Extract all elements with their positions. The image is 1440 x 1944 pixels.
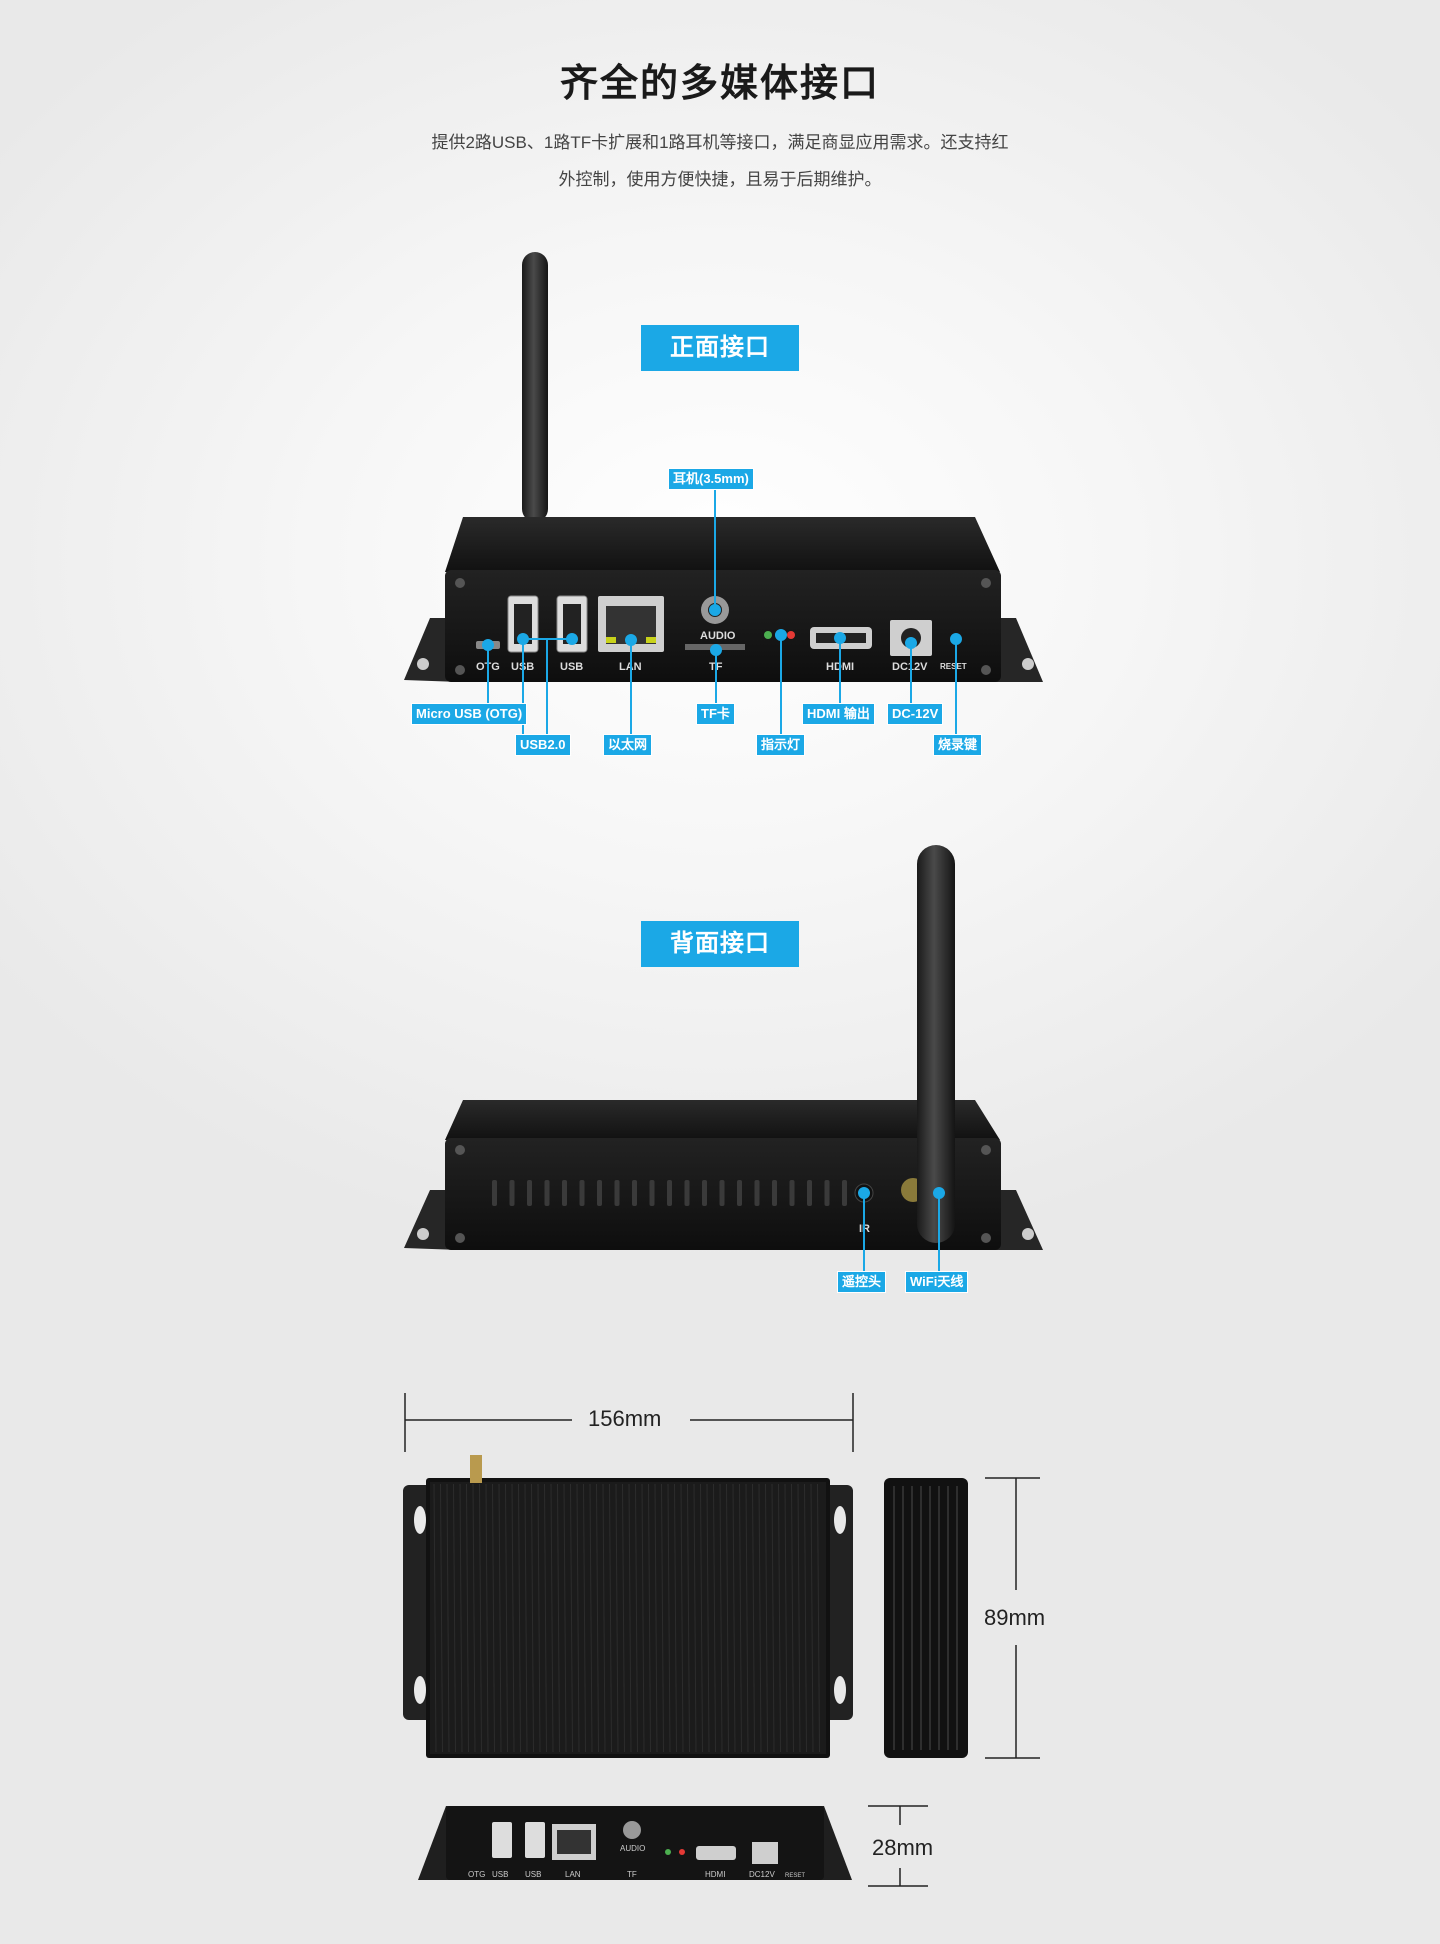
vent-slot	[562, 1180, 567, 1206]
svg-text:USB: USB	[525, 1870, 541, 1879]
callout-dc12v: DC-12V	[887, 703, 944, 725]
led-red	[787, 631, 795, 639]
page-title: 齐全的多媒体接口	[559, 63, 880, 105]
vent-slot	[719, 1180, 725, 1206]
description-line-2: 外控制，使用方便快捷，且易于后期维护。	[558, 170, 882, 189]
svg-text:RESET: RESET	[785, 1873, 805, 1879]
callout-burn-key: 烧录键	[933, 734, 983, 756]
callout-audio: 耳机(3.5mm)	[668, 468, 754, 490]
callout-hdmi-out: HDMI 输出	[802, 703, 875, 725]
svg-text:HDMI: HDMI	[705, 1870, 725, 1879]
callout-wifi-antenna: WiFi天线	[905, 1271, 969, 1293]
height-dimension-line	[868, 1805, 928, 1887]
port-text-usb2: USB	[560, 661, 583, 673]
vent-slot	[597, 1180, 602, 1206]
front-antenna	[522, 252, 548, 522]
small-front-device	[418, 1806, 852, 1880]
vent-slot	[632, 1180, 637, 1206]
vent-slots	[492, 1180, 847, 1206]
back-box-top	[445, 1100, 1000, 1140]
vent-slot	[614, 1180, 620, 1206]
vent-slot	[492, 1180, 497, 1206]
vent-slot	[737, 1180, 742, 1206]
callout-indicator: 指示灯	[756, 734, 806, 756]
front-box-top	[445, 517, 1000, 572]
callout-remote: 遥控头	[837, 1271, 887, 1293]
vent-slot	[702, 1180, 707, 1206]
depth-dimension-line	[985, 1477, 1040, 1759]
small-port-labels: OTG USB USB LAN AUDIO TF HDMI DC12V RESE…	[468, 1844, 805, 1879]
callout-micro-usb: Micro USB (OTG)	[411, 703, 528, 725]
front-interfaces-badge: 正面接口	[641, 325, 799, 371]
back-callout-lines	[858, 1187, 945, 1272]
sma-connector	[470, 1455, 482, 1483]
vent-slot	[842, 1180, 847, 1206]
svg-text:USB: USB	[492, 1870, 508, 1879]
led-green	[764, 631, 772, 639]
vent-slot	[649, 1180, 655, 1206]
svg-text:LAN: LAN	[565, 1870, 581, 1879]
port-text-audio: AUDIO	[700, 630, 736, 642]
vent-slot	[544, 1180, 550, 1206]
vent-slot	[667, 1180, 672, 1206]
dimension-depth: 89mm	[984, 1605, 1046, 1630]
description-line-1: 提供2路USB、1路TF卡扩展和1路耳机等接口，满足商显应用需求。还支持红	[431, 133, 1009, 152]
front-callout-lines	[482, 490, 962, 735]
callout-tf-card: TF卡	[696, 703, 735, 725]
vent-slot	[807, 1180, 812, 1206]
svg-text:DC12V: DC12V	[749, 1870, 775, 1879]
svg-text:AUDIO: AUDIO	[620, 1844, 645, 1853]
vent-slot	[509, 1180, 515, 1206]
svg-text:OTG: OTG	[468, 1870, 485, 1879]
vent-slot	[754, 1180, 760, 1206]
vent-slot	[527, 1180, 532, 1206]
vent-slot	[684, 1180, 690, 1206]
description: 提供2路USB、1路TF卡扩展和1路耳机等接口，满足商显应用需求。还支持红 外控…	[400, 124, 1040, 198]
dimension-height: 28mm	[872, 1835, 934, 1860]
vent-slot	[579, 1180, 585, 1206]
vent-slot	[789, 1180, 795, 1206]
top-view-device	[403, 1455, 853, 1758]
callout-usb20: USB2.0	[515, 734, 571, 756]
width-dimension-line	[404, 1393, 854, 1452]
back-antenna	[917, 845, 955, 1243]
svg-text:TF: TF	[627, 1870, 637, 1879]
callout-ethernet: 以太网	[603, 734, 653, 756]
vent-slot	[772, 1180, 777, 1206]
side-view-device	[884, 1478, 968, 1758]
back-interfaces-badge: 背面接口	[641, 921, 799, 967]
dimension-width: 156mm	[588, 1406, 662, 1431]
vent-slot	[824, 1180, 830, 1206]
port-text-reset: RESET	[940, 662, 967, 671]
